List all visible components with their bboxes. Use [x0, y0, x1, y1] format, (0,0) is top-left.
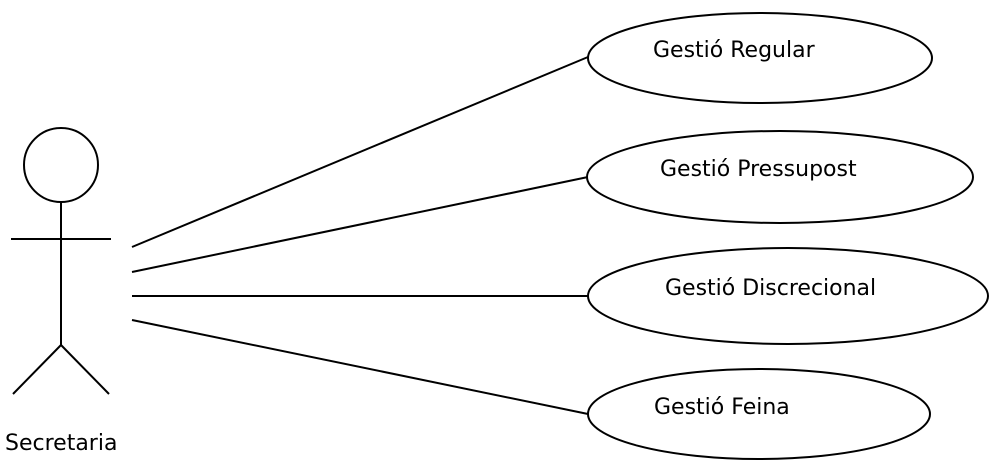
use-case-ellipse[interactable]: [587, 247, 989, 345]
association-pressupost: [131, 176, 589, 273]
use-case-label: Gestió Pressupost: [660, 157, 857, 182]
use-case-label: Gestió Feina: [654, 395, 790, 420]
use-case-regular[interactable]: Gestió Regular: [587, 12, 933, 104]
association-feina: [131, 319, 589, 415]
association-regular: [131, 56, 589, 248]
actor-head: [23, 127, 99, 203]
actor-secretaria: Secretaria: [5, 127, 117, 456]
use-case-ellipse[interactable]: [587, 368, 931, 460]
use-case-discrecional[interactable]: Gestió Discrecional: [587, 247, 989, 345]
use-case-ellipse[interactable]: [587, 12, 933, 104]
use-case-label: Gestió Regular: [653, 38, 816, 63]
actor-left-leg: [12, 344, 62, 395]
associations: [131, 56, 589, 415]
use-case-feina[interactable]: Gestió Feina: [587, 368, 931, 460]
actor-label: Secretaria: [5, 431, 117, 456]
use-case-ellipse[interactable]: [586, 130, 974, 224]
use-case-pressupost[interactable]: Gestió Pressupost: [586, 130, 974, 224]
actor-right-leg: [60, 344, 110, 395]
use-case-label: Gestió Discrecional: [665, 276, 876, 301]
